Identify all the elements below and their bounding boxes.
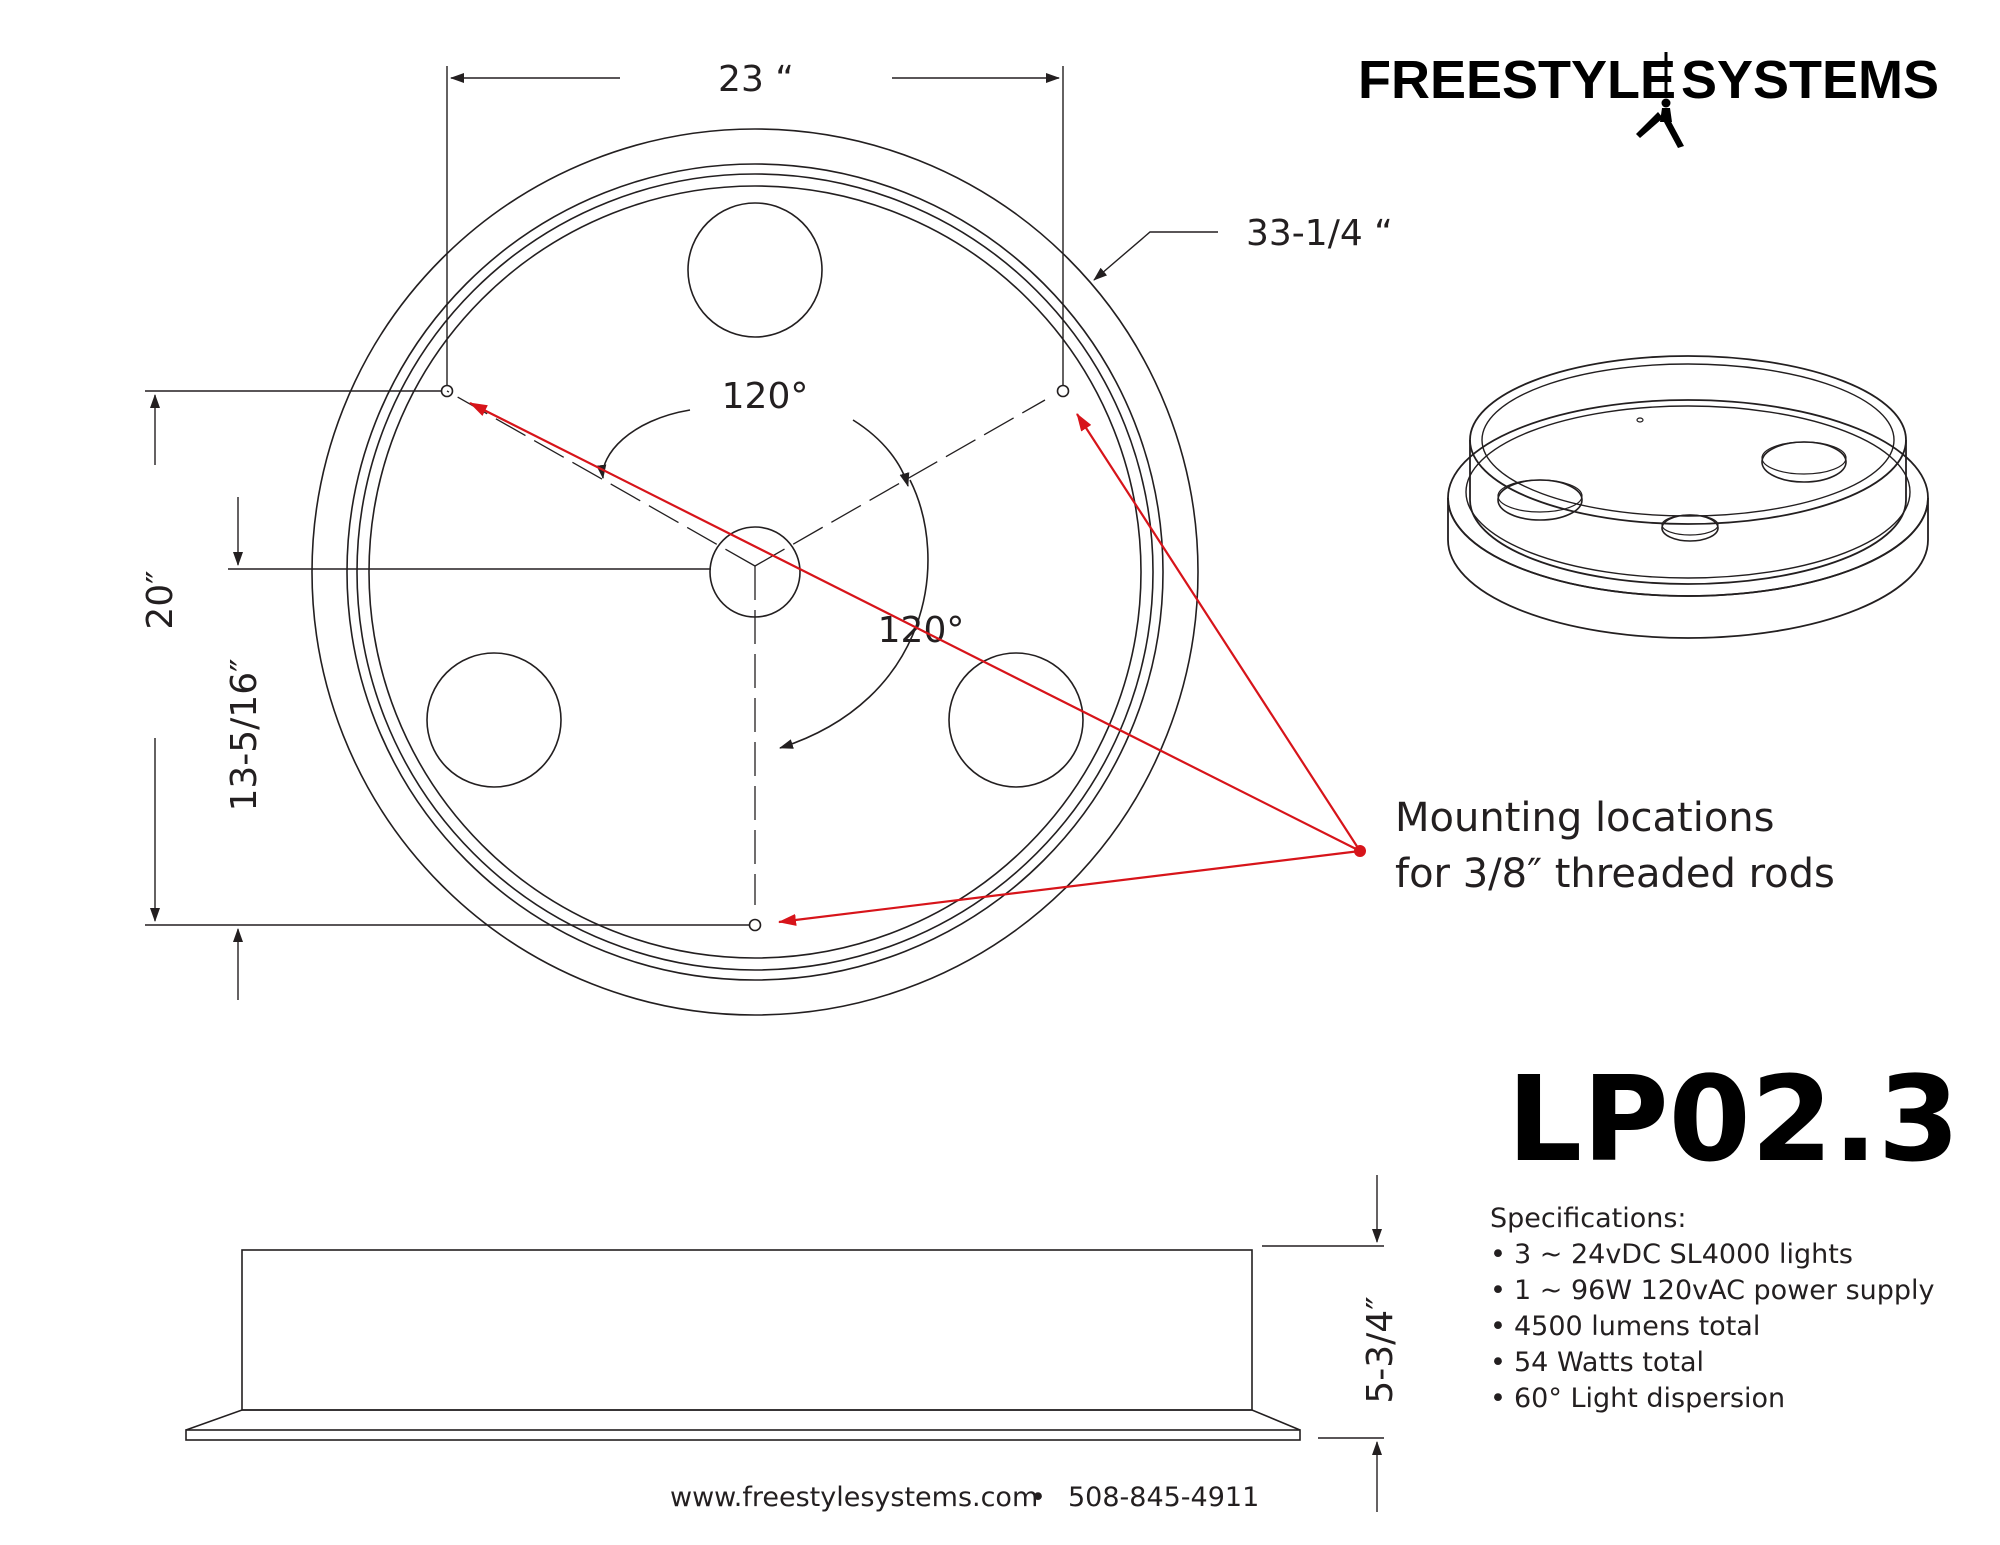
perspective-view	[1447, 355, 1929, 639]
spec-item: 60° Light dispersion	[1514, 1383, 1785, 1414]
perspective-hole-left	[1497, 479, 1583, 521]
light-hole-top	[687, 202, 823, 338]
can-rim-inner	[1481, 363, 1895, 517]
dim-width-label: 23 “	[718, 59, 794, 100]
model-number: LP02.3	[1507, 1050, 1960, 1188]
callout-line-2: for 3/8″ threaded rods	[1395, 851, 1835, 897]
perspective-hole-center	[1661, 514, 1719, 542]
flange-inner-edge	[1465, 405, 1911, 579]
brand-logo: FREESTYLE SYSTEMS	[1358, 50, 1939, 148]
side-flange-top	[185, 1409, 1301, 1431]
spec-bullet: •	[1490, 1311, 1506, 1342]
spec-bullet: •	[1490, 1275, 1506, 1306]
light-hole-left	[426, 652, 562, 788]
spec-bullet: •	[1490, 1347, 1506, 1378]
spec-item: 3 ~ 24vDC SL4000 lights	[1514, 1239, 1853, 1270]
dim-center-offset-label: 13-5/16″	[224, 658, 265, 811]
flange-top-edge	[1447, 399, 1929, 597]
footer-phone: 508-845-4911	[1068, 1482, 1259, 1513]
rim-circle-outer	[346, 163, 1164, 981]
light-hole-right	[948, 652, 1084, 788]
dimension-lines	[145, 66, 1218, 1000]
specifications: Specifications: • 3 ~ 24vDC SL4000 light…	[1490, 1203, 1935, 1414]
brand-name-right: SYSTEMS	[1681, 50, 1939, 110]
footer: www.freestylesystems.com • 508-845-4911	[670, 1482, 1259, 1513]
mounting-callout-arrows	[469, 402, 1366, 926]
spec-item: 1 ~ 96W 120vAC power supply	[1514, 1275, 1935, 1306]
footer-separator: •	[1030, 1482, 1046, 1513]
side-view	[185, 1175, 1384, 1512]
top-view	[311, 128, 1199, 1016]
dim-outer-diameter-label: 33-1/4 “	[1246, 213, 1393, 254]
figure-logo-icon	[1636, 52, 1684, 148]
spec-heading: Specifications:	[1490, 1203, 1687, 1234]
spec-bullet: •	[1490, 1239, 1506, 1270]
footer-website: www.freestylesystems.com	[670, 1482, 1038, 1513]
dim-rod-span-label: 20″	[140, 570, 181, 629]
rim-circle-inner	[368, 185, 1142, 959]
callout-line-1: Mounting locations	[1395, 795, 1775, 841]
dim-height-label: 5-3/4″	[1360, 1296, 1401, 1403]
side-flange-base	[185, 1429, 1301, 1441]
rim-circle-mid	[356, 173, 1154, 971]
can-rim-outer	[1469, 355, 1907, 525]
can-wall	[1469, 440, 1907, 585]
spec-item: 4500 lumens total	[1514, 1311, 1760, 1342]
brand-name-left: FREESTYLE	[1358, 50, 1676, 110]
side-can-body	[241, 1249, 1253, 1411]
dim-angle-top-label: 120°	[722, 376, 809, 417]
mount-hole-bottom	[748, 918, 762, 932]
mount-hole-right	[1056, 384, 1070, 398]
spec-bullet: •	[1490, 1383, 1506, 1414]
perspective-hole-right	[1761, 441, 1847, 483]
spec-item: 54 Watts total	[1514, 1347, 1704, 1378]
outer-flange-circle	[311, 128, 1199, 1016]
